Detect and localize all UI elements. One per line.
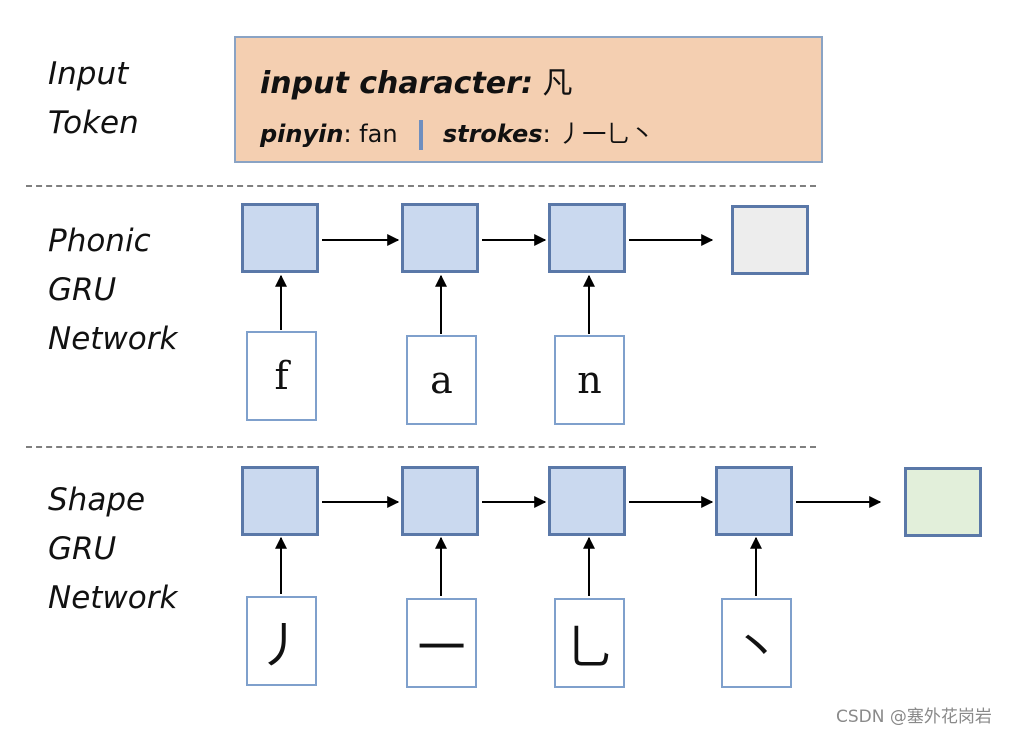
shape-label-line3: Network: [48, 580, 178, 616]
input-token-label-line1: Input: [48, 56, 129, 92]
phonic-gru-label: Phonic GRU Network: [48, 217, 177, 364]
divider-top: [26, 185, 816, 187]
shape-label-line2: GRU: [48, 531, 117, 567]
phonic-input-n: n: [554, 335, 625, 425]
shape-gru-cell-3: [548, 466, 626, 536]
shape-input-stroke-4: 丶: [721, 598, 792, 688]
phonic-input-f: f: [246, 331, 317, 421]
input-token-label: Input Token: [48, 50, 139, 148]
shape-gru-cell-2: [401, 466, 479, 536]
pinyin-key: pinyin: [260, 120, 344, 148]
shape-input-stroke-3: 乚: [554, 598, 625, 688]
input-token-label-line2: Token: [48, 105, 139, 141]
phonic-label-line1: Phonic: [48, 223, 151, 259]
shape-input-stroke-2: 一: [406, 598, 477, 688]
shape-gru-cell-1: [241, 466, 319, 536]
pinyin-value: fan: [359, 120, 398, 148]
phonic-gru-cell-3: [548, 203, 626, 273]
input-token-box: input character: 凡 pinyin: fan strokes: …: [234, 36, 823, 163]
strokes-key: strokes: [442, 120, 543, 148]
phonic-input-a: a: [406, 335, 477, 425]
divider-bottom: [26, 446, 816, 448]
phonic-label-line2: GRU: [48, 272, 117, 308]
pinyin-strokes-line: pinyin: fan strokes: 丿一乚丶: [260, 120, 655, 150]
shape-input-stroke-1: 丿: [246, 596, 317, 686]
watermark-text: CSDN @塞外花岗岩: [836, 707, 992, 727]
shape-label-line1: Shape: [48, 482, 146, 518]
phonic-gru-cell-2: [401, 203, 479, 273]
phonic-gru-cell-1: [241, 203, 319, 273]
input-character-line: input character: 凡: [260, 66, 573, 101]
strokes-value: 丿一乚丶: [558, 120, 655, 148]
phonic-output-cell: [731, 205, 809, 275]
input-character-value: 凡: [542, 66, 573, 101]
shape-output-cell: [904, 467, 982, 537]
separator-bar: [419, 120, 424, 150]
phonic-label-line3: Network: [48, 321, 178, 357]
shape-gru-label: Shape GRU Network: [48, 476, 177, 623]
shape-gru-cell-4: [715, 466, 793, 536]
input-character-key: input character: [260, 66, 521, 101]
